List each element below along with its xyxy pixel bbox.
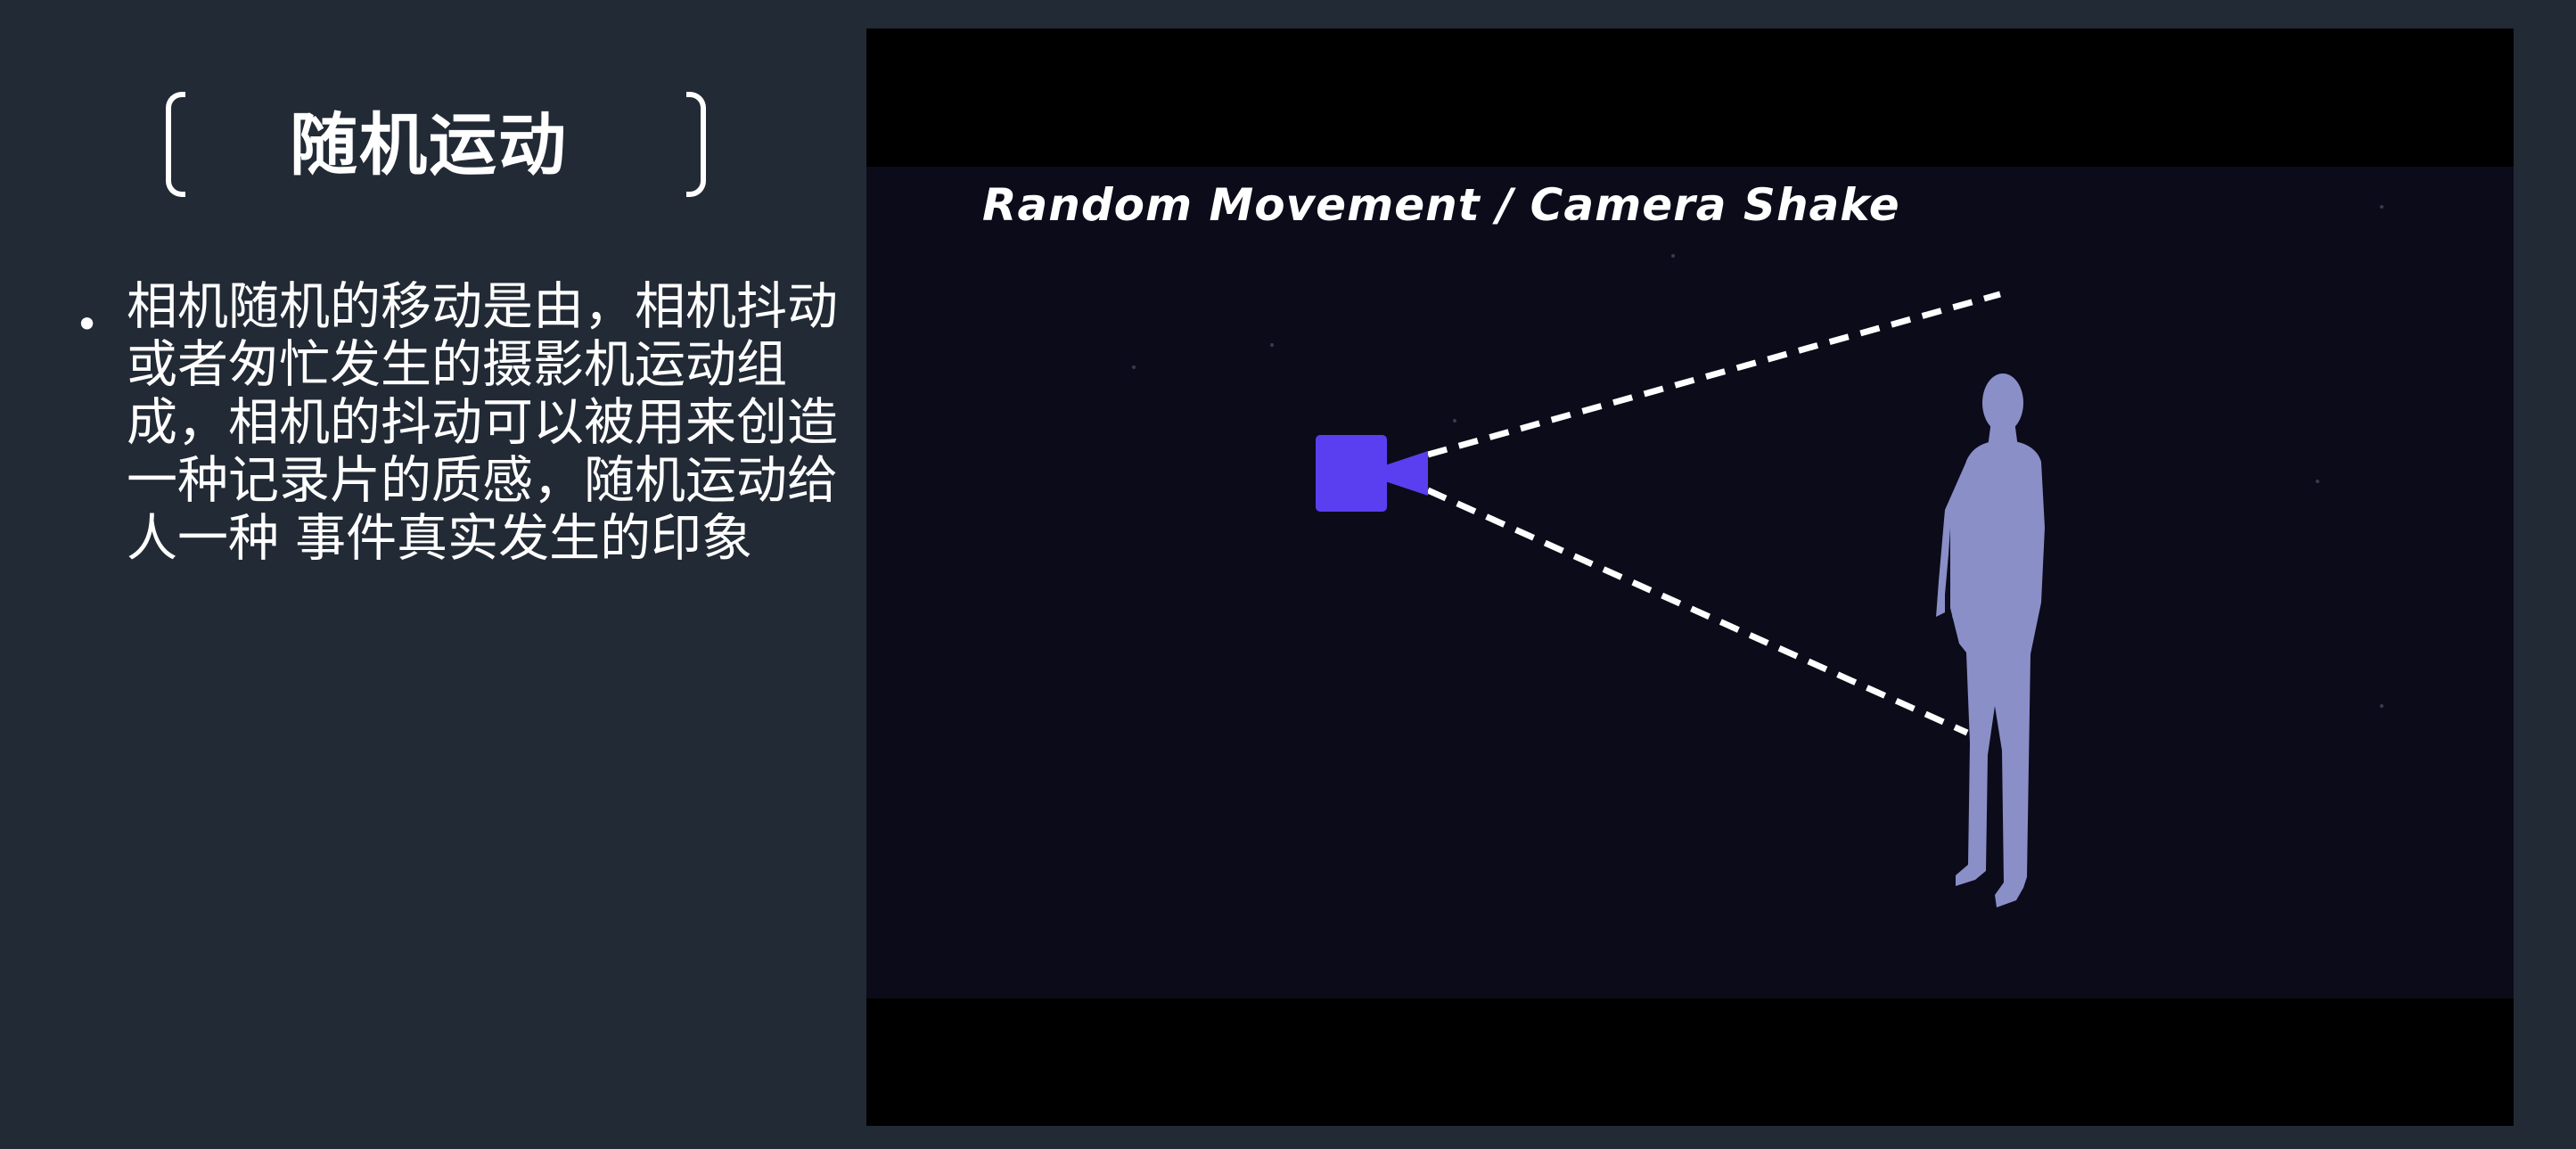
right-bracket-icon	[686, 92, 706, 197]
upper-sight-line	[1427, 291, 2001, 458]
bullet-marker: •	[75, 300, 100, 349]
person-silhouette-icon	[1936, 373, 2045, 907]
star-dots	[1132, 205, 2383, 708]
bullet-text: 相机随机的移动是由，相机抖动或者匆忙发生的摄影机运动组成，相机的抖动可以被用来创…	[127, 277, 838, 568]
video-frame[interactable]: Random Movement / Camera Shake	[866, 29, 2514, 1126]
slide-title: 随机运动	[290, 105, 568, 185]
title-group: 随机运动	[160, 85, 713, 209]
video-illustration	[1132, 205, 2383, 907]
lower-sight-line	[1426, 487, 1969, 736]
left-bracket-icon	[166, 92, 185, 197]
video-caption: Random Movement / Camera Shake	[982, 179, 1900, 231]
video-scene	[866, 167, 2514, 998]
camera-icon	[1316, 435, 1428, 512]
